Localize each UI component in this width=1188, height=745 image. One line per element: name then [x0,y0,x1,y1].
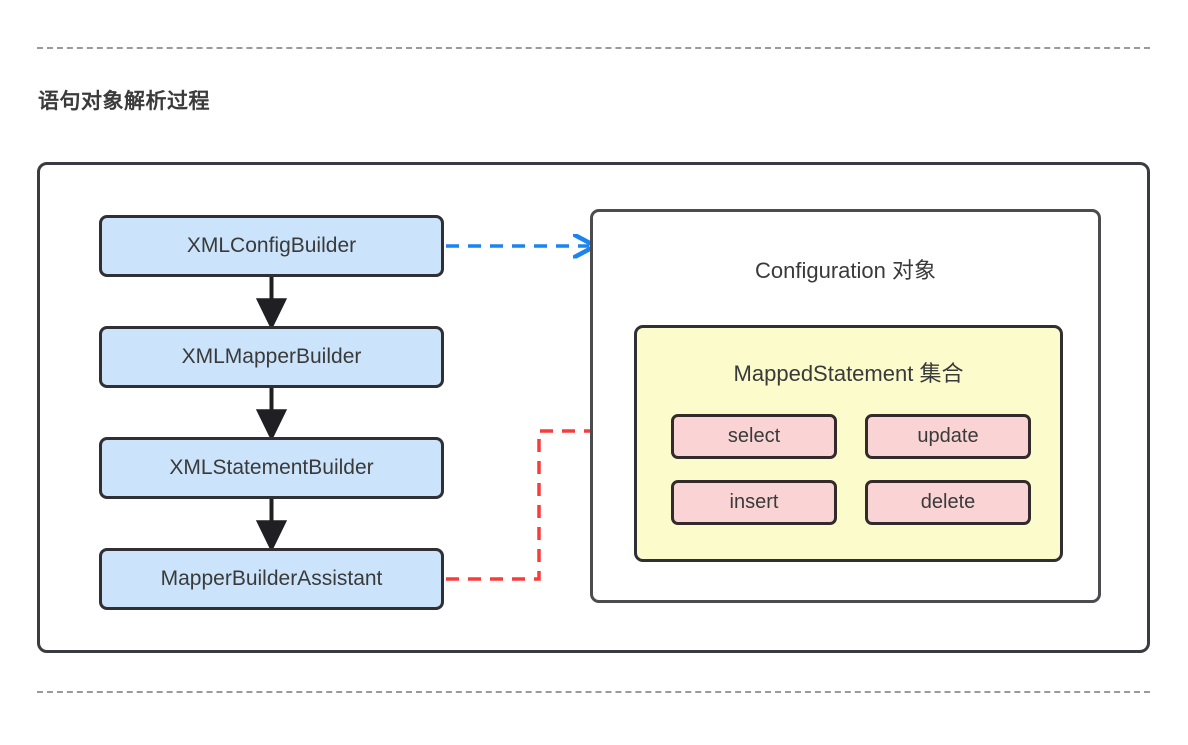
node-xmlstatementbuilder[interactable]: XMLStatementBuilder [99,437,444,499]
configuration-label: Configuration 对象 [755,258,936,283]
statement-update[interactable]: update [865,414,1031,459]
mappedstatement-container: MappedStatement 集合 select update insert … [634,325,1063,562]
node-xmlconfigbuilder[interactable]: XMLConfigBuilder [99,215,444,277]
node-xmlmapperbuilder[interactable]: XMLMapperBuilder [99,326,444,388]
node-mapperbuilderassistant-label: MapperBuilderAssistant [160,567,383,590]
node-mapperbuilderassistant[interactable]: MapperBuilderAssistant [99,548,444,610]
statement-select-label: select [727,425,781,447]
divider-top [37,47,1150,49]
statement-delete-label: delete [920,491,976,513]
statement-grid: select update insert delete [671,414,1031,525]
node-xmlstatementbuilder-label: XMLStatementBuilder [169,456,374,479]
divider-bottom [37,691,1150,693]
diagram-container: XMLConfigBuilder XMLMapperBuilder XMLSta… [37,162,1150,653]
statement-insert[interactable]: insert [671,480,837,525]
statement-delete[interactable]: delete [865,480,1031,525]
node-xmlmapperbuilder-label: XMLMapperBuilder [181,345,362,368]
page-title: 语句对象解析过程 [38,90,210,113]
mappedstatement-label: MappedStatement 集合 [733,361,964,386]
configuration-container: Configuration 对象 MappedStatement 集合 sele… [590,209,1101,603]
statement-select[interactable]: select [671,414,837,459]
node-xmlconfigbuilder-label: XMLConfigBuilder [186,234,357,257]
statement-update-label: update [917,425,979,447]
statement-insert-label: insert [729,491,779,513]
